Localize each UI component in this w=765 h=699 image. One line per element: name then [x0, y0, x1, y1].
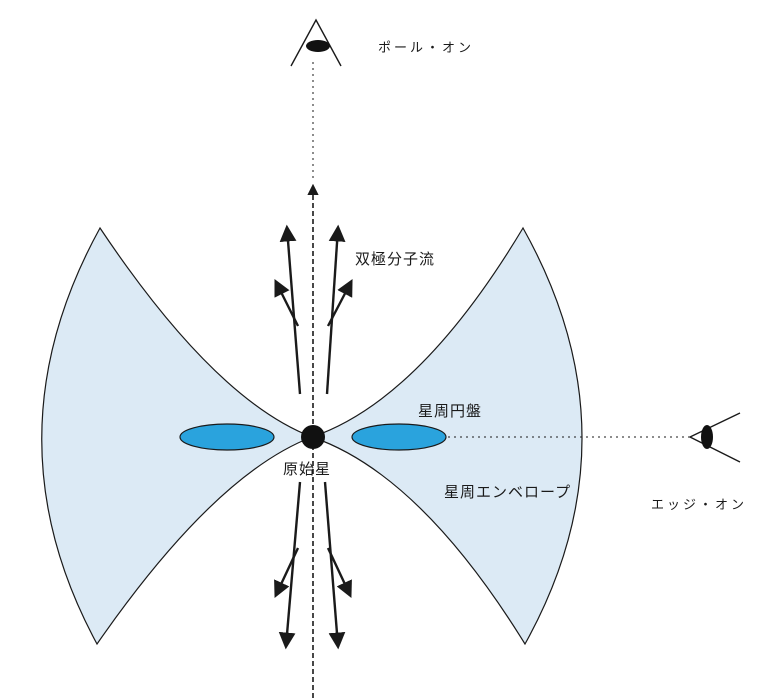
- circumstellar-envelope-label: 星周エンベロープ: [444, 483, 571, 501]
- outflow-arrows-upper: [274, 224, 353, 395]
- bipolar-outflow-label: 双極分子流: [355, 250, 435, 268]
- protostar-label: 原始星: [283, 460, 331, 478]
- circumstellar-disk-label: 星周円盤: [418, 402, 482, 420]
- disk-left: [179, 423, 275, 451]
- disk-right: [351, 423, 447, 451]
- eye-icon: [290, 18, 342, 67]
- envelope-right-lobe: [310, 226, 583, 646]
- pole-on-label: ポール・オン: [378, 41, 474, 56]
- protostar: [301, 425, 325, 449]
- outflow-arrows-lower: [274, 481, 352, 650]
- envelope-left-lobe: [41, 226, 314, 646]
- edge-on-label: エッジ・オン: [651, 498, 747, 513]
- eye-icon: [688, 412, 741, 463]
